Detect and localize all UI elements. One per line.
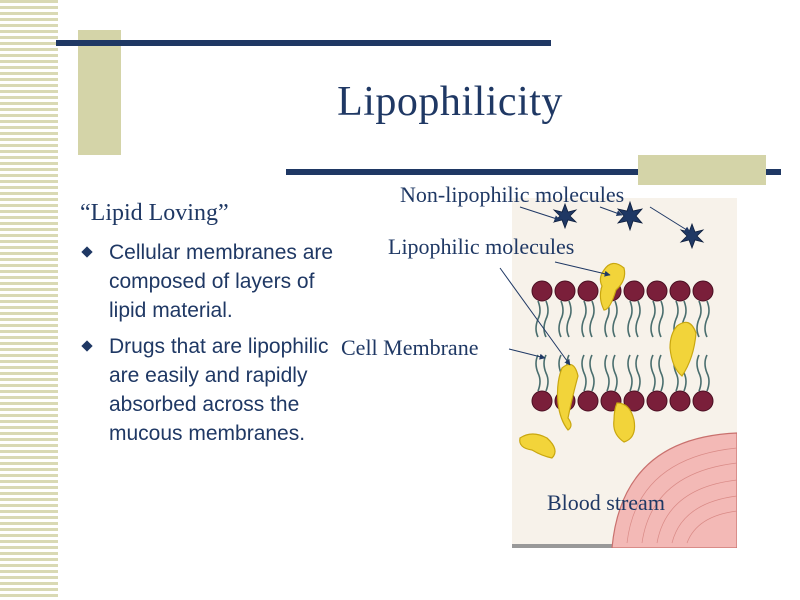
lipid-head xyxy=(554,280,576,302)
bullet-diamond-icon xyxy=(81,246,93,258)
blood-vessel-texture xyxy=(626,447,737,544)
lipid-tail xyxy=(658,300,664,338)
lipid-tail xyxy=(589,300,595,338)
lipid-tail xyxy=(658,354,664,392)
lipid-head xyxy=(623,280,645,302)
lipid-head xyxy=(692,280,714,302)
top-rule xyxy=(56,40,551,46)
lipid-tail xyxy=(635,300,641,338)
lipid-head xyxy=(577,280,599,302)
lipid-tail xyxy=(627,300,633,338)
lipid-tail xyxy=(696,354,702,392)
lipid-tail xyxy=(696,300,702,338)
label-non-lipophilic-molecules: Non-lipophilic molecules xyxy=(400,182,625,207)
bullet-item: Cellular membranes are composed of layer… xyxy=(80,238,350,325)
lipid-tail xyxy=(612,300,618,338)
lipid-tail xyxy=(650,300,656,338)
lipid-head xyxy=(623,390,645,412)
lipid-tail xyxy=(704,300,710,338)
lipophilic-molecule-3 xyxy=(556,363,579,431)
bullet-text: Drugs that are lipophilic are easily and… xyxy=(109,335,329,445)
lipid-head xyxy=(646,280,668,302)
bullet-item: Drugs that are lipophilic are easily and… xyxy=(80,332,350,448)
lipid-tail xyxy=(612,354,618,392)
bullet-diamond-icon xyxy=(81,340,93,352)
lipid-head xyxy=(669,390,691,412)
blood-vessel-shape xyxy=(611,432,737,548)
lipid-head xyxy=(692,390,714,412)
lipid-tail xyxy=(589,354,595,392)
bullet-text: Cellular membranes are composed of layer… xyxy=(109,241,334,322)
lipid-tail xyxy=(581,300,587,338)
lipid-tail xyxy=(604,354,610,392)
membrane-illustration xyxy=(512,198,737,548)
lipid-head xyxy=(669,280,691,302)
subheading: “Lipid Loving” xyxy=(80,200,229,226)
lipid-tail xyxy=(635,354,641,392)
label-lipophilic-molecules: Lipophilic molecules xyxy=(388,234,575,259)
lipophilic-molecule-5 xyxy=(519,433,556,459)
middle-rule xyxy=(286,169,781,175)
olive-block-right-decoration xyxy=(638,155,766,185)
left-stripe-decoration xyxy=(0,0,58,600)
bullet-list: Cellular membranes are composed of layer… xyxy=(80,238,350,455)
lipid-head xyxy=(646,390,668,412)
lipid-tail xyxy=(650,354,656,392)
lipophilic-molecule-2 xyxy=(669,321,697,377)
lipid-tail xyxy=(704,354,710,392)
lipophilic-molecule-4 xyxy=(613,402,636,443)
lipophilic-molecules xyxy=(519,262,697,459)
lipid-head xyxy=(531,280,553,302)
label-blood-stream: Blood stream xyxy=(547,490,665,515)
olive-block-decoration xyxy=(78,30,121,155)
lipid-tail xyxy=(627,354,633,392)
lipid-head xyxy=(531,390,553,412)
lipid-tail xyxy=(581,354,587,392)
label-cell-membrane: Cell Membrane xyxy=(341,335,479,360)
slide-title: Lipophilicity xyxy=(337,79,563,125)
lipid-head xyxy=(577,390,599,412)
